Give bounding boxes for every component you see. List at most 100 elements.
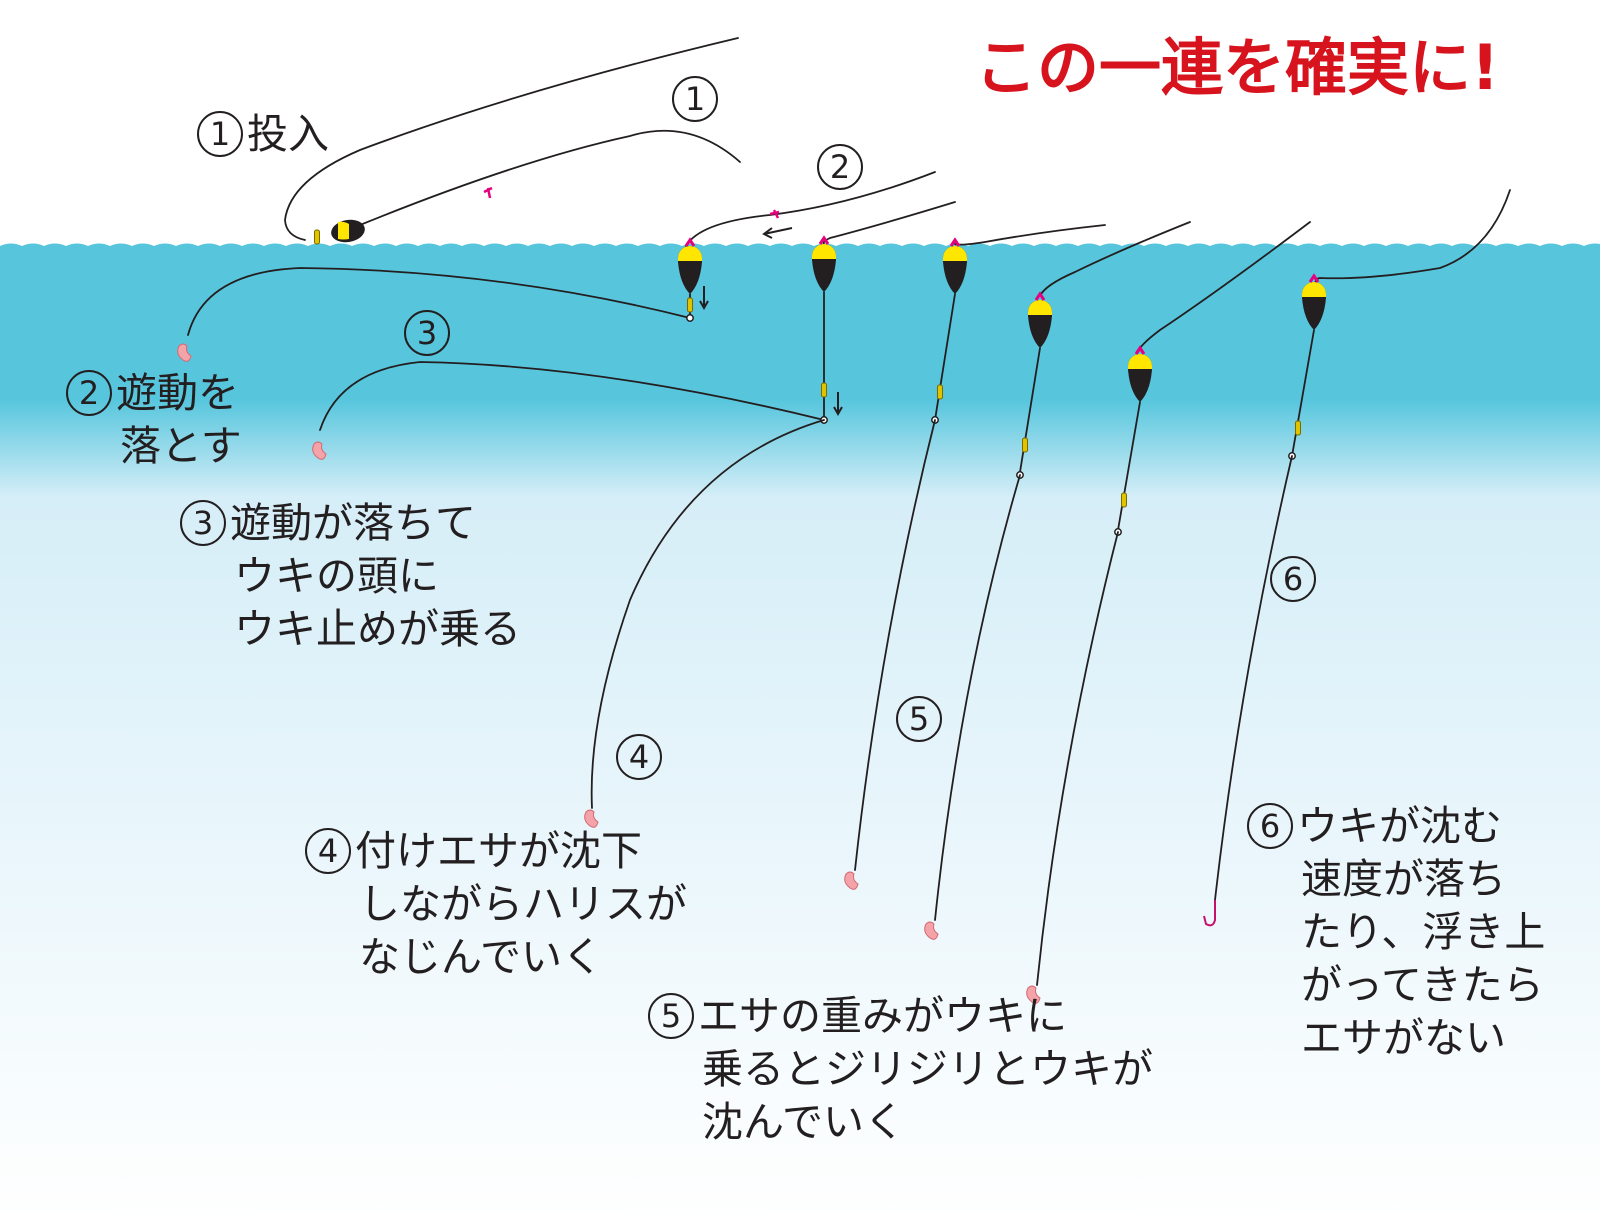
- float-icon: [812, 235, 836, 292]
- step-text: ウキ止めが乗る: [234, 605, 521, 653]
- float-top: [812, 244, 836, 259]
- step-number: 4: [305, 828, 351, 874]
- arrow-icon: [833, 392, 843, 417]
- leader-stage-4b: [854, 419, 936, 871]
- swivel-icon: [687, 297, 693, 313]
- step-marker-4: 4: [616, 734, 662, 780]
- float-icon: [943, 237, 967, 294]
- step-number: 1: [197, 111, 243, 157]
- float-icon: [1302, 273, 1326, 330]
- stopper-icon: [818, 235, 830, 245]
- step-label-line: たり、浮き上: [1247, 906, 1545, 959]
- arrow-icon: [699, 286, 709, 311]
- stopper-icon: [769, 209, 780, 219]
- swivel-icon: [1022, 437, 1028, 453]
- step-text: しながらハリスが: [359, 880, 687, 928]
- stopper-icon: [1308, 273, 1320, 283]
- step-label-line: 沈んでいく: [648, 1096, 1153, 1149]
- step-text: 遊動を: [116, 369, 239, 417]
- step-label-line: 落とす: [66, 420, 242, 473]
- headline: この一連を確実に!: [975, 31, 1500, 104]
- line-stage-2: [685, 171, 936, 247]
- stopper-icon: [949, 237, 961, 247]
- stopper-icon: [684, 237, 696, 247]
- swivel-icon: [1121, 492, 1127, 508]
- float-tail: [1117, 401, 1141, 531]
- step-text: 乗るとジリジリとウキが: [702, 1045, 1153, 1093]
- swivel-icon: [821, 382, 827, 398]
- float-icon: [1028, 291, 1052, 348]
- step-marker-5: 5: [896, 696, 942, 742]
- step-text: がってきたら: [1301, 961, 1544, 1009]
- swivel-icon: [1295, 420, 1301, 436]
- float-top: [1302, 282, 1326, 297]
- line-in-air: [359, 129, 741, 226]
- line-stage-3: [822, 201, 956, 245]
- step-text: 落とす: [120, 422, 242, 470]
- step-text: 遊動が落ちて: [230, 499, 476, 547]
- step-text: 投入: [247, 110, 329, 158]
- step-number: 2: [66, 370, 112, 416]
- float-top: [1128, 354, 1152, 369]
- leader-stage-4: [590, 419, 825, 809]
- arrow-icon: [762, 227, 793, 239]
- float-icon: [1128, 345, 1152, 402]
- rod-line-cast: [284, 37, 739, 241]
- step-marker-1: 1: [672, 76, 718, 122]
- step-text: ウキの頭に: [234, 552, 439, 600]
- step-text: 速度が落ち: [1301, 855, 1506, 903]
- step-text: エサの重みがウキに: [698, 992, 1067, 1040]
- step-label-line: 速度が落ち: [1247, 853, 1545, 906]
- step-marker-2: 2: [817, 144, 863, 190]
- bait-icon: [1026, 985, 1041, 1004]
- leader-stage-3: [319, 361, 825, 431]
- bait-icon: [924, 921, 939, 940]
- step-label-line: エサがない: [1247, 1012, 1545, 1065]
- leader-stage-5: [934, 474, 1021, 921]
- bait-icon: [177, 343, 192, 362]
- step-number: 5: [648, 993, 694, 1039]
- line-stage-5b: [1137, 221, 1311, 353]
- step-text: ウキが沈む: [1297, 802, 1502, 850]
- sinker-icon: [686, 314, 694, 322]
- stopper-icon: [483, 186, 493, 199]
- swivel-icon: [314, 229, 320, 245]
- step-text: 付けエサが沈下: [355, 827, 642, 875]
- stopper-icon: [1134, 345, 1146, 355]
- bait-icon: [312, 441, 327, 460]
- step-label-line: がってきたら: [1247, 959, 1545, 1012]
- step-label-line: 乗るとジリジリとウキが: [648, 1043, 1153, 1096]
- line-stage-5: [1039, 221, 1191, 297]
- step-text: なじんでいく: [359, 933, 603, 981]
- leader-stage-5b: [1036, 531, 1119, 986]
- bait-icon: [844, 871, 859, 890]
- leader-stage-6: [1214, 455, 1293, 901]
- float-top: [943, 246, 967, 261]
- float-tail: [1291, 329, 1315, 457]
- step-marker-6: 6: [1270, 556, 1316, 602]
- step-number: 6: [1247, 803, 1293, 849]
- step-marker-3: 3: [404, 310, 450, 356]
- water-surface: [0, 243, 1600, 1220]
- stopper-icon: [1034, 291, 1046, 301]
- bait-icon: [584, 809, 599, 828]
- line-stage-4: [954, 224, 1106, 246]
- swivel-icon: [937, 384, 943, 400]
- step-label-line: しながらハリスが: [305, 878, 687, 931]
- step-number: 3: [180, 500, 226, 546]
- step-label-line: なじんでいく: [305, 931, 687, 984]
- step-text: エサがない: [1301, 1014, 1506, 1062]
